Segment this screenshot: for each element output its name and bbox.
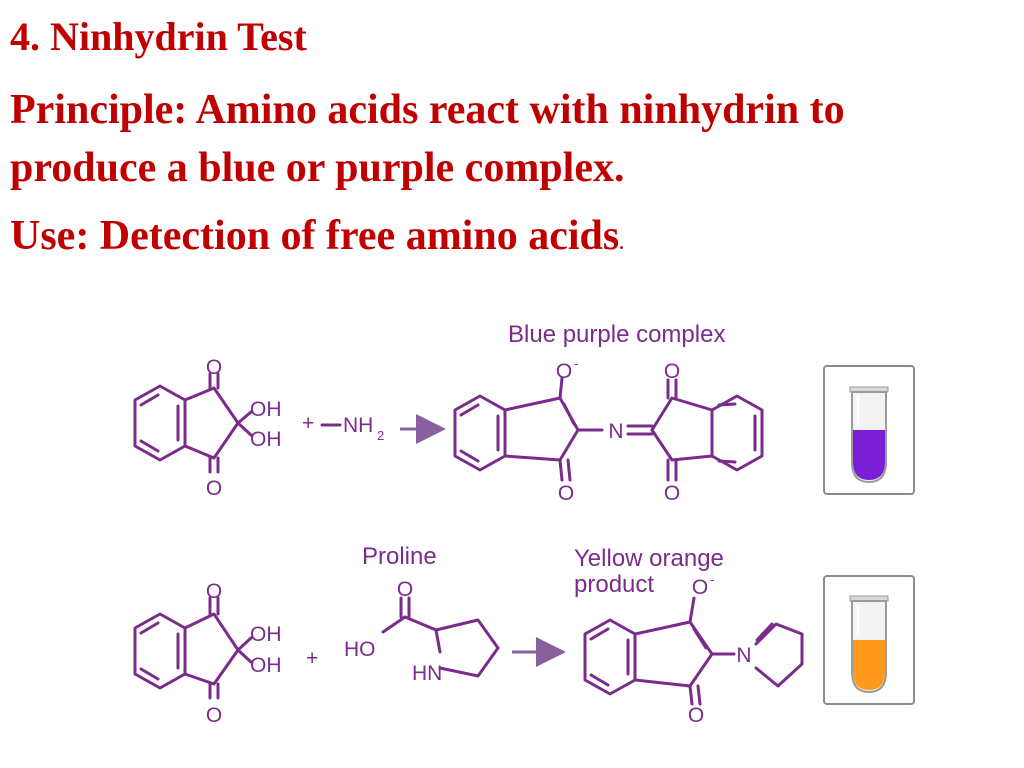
hydroxyl-label: OH bbox=[250, 398, 282, 421]
oxygen-label: O bbox=[558, 482, 574, 505]
principle-text-line2: produce a blue or purple complex. bbox=[10, 145, 625, 191]
plus-sign: + bbox=[302, 412, 314, 435]
oxygen-label: O bbox=[692, 576, 708, 599]
principle-text-line1: Principle: Amino acids react with ninhyd… bbox=[10, 87, 845, 133]
hydroxyl-label: HO bbox=[344, 638, 376, 661]
ruhemann-purple-structure bbox=[453, 376, 764, 482]
oxygen-label: O bbox=[206, 477, 222, 500]
amine-label: NH bbox=[343, 414, 373, 437]
oxygen-label: O bbox=[206, 356, 222, 379]
plus-sign: + bbox=[306, 647, 318, 670]
test-tube-purple bbox=[823, 365, 915, 495]
ninhydrin-structure-2 bbox=[133, 596, 253, 700]
product-label-2-line1: Yellow orange bbox=[574, 545, 724, 572]
hydroxyl-label: OH bbox=[250, 428, 282, 451]
oxygen-label: O bbox=[397, 578, 413, 601]
use-text-main: Use: Detection of free amino acids bbox=[10, 213, 620, 259]
use-text-period: . bbox=[619, 233, 624, 253]
ninhydrin-structure-1 bbox=[133, 372, 253, 474]
product-label-1: Blue purple complex bbox=[508, 321, 725, 348]
nitrogen-label: N bbox=[608, 420, 623, 443]
oxygen-label: O bbox=[664, 360, 680, 383]
proline-structure bbox=[381, 596, 500, 678]
oxygen-label: O bbox=[206, 580, 222, 603]
five-membered-ring bbox=[183, 386, 240, 460]
amine-subscript: 2 bbox=[377, 428, 384, 443]
hydroxyl-label: OH bbox=[250, 623, 282, 646]
hydroxyl-label: OH bbox=[250, 654, 282, 677]
oxygen-label: O bbox=[664, 482, 680, 505]
oxide-charge: - bbox=[710, 572, 714, 587]
proline-label: Proline bbox=[362, 543, 437, 570]
yellow-product-structure bbox=[583, 596, 804, 706]
slide-title: 4. Ninhydrin Test bbox=[10, 14, 307, 59]
use-text: Use: Detection of free amino acids. bbox=[10, 212, 624, 267]
product-label-2-line2: product bbox=[574, 571, 654, 598]
oxygen-label: O bbox=[688, 704, 704, 727]
nitrogen-label: N bbox=[736, 644, 751, 667]
oxide-charge: - bbox=[574, 356, 578, 371]
amine-ring-label: HN bbox=[412, 662, 442, 685]
oxygen-label: O bbox=[556, 360, 572, 383]
oxygen-label: O bbox=[206, 704, 222, 727]
test-tube-orange bbox=[823, 575, 915, 705]
